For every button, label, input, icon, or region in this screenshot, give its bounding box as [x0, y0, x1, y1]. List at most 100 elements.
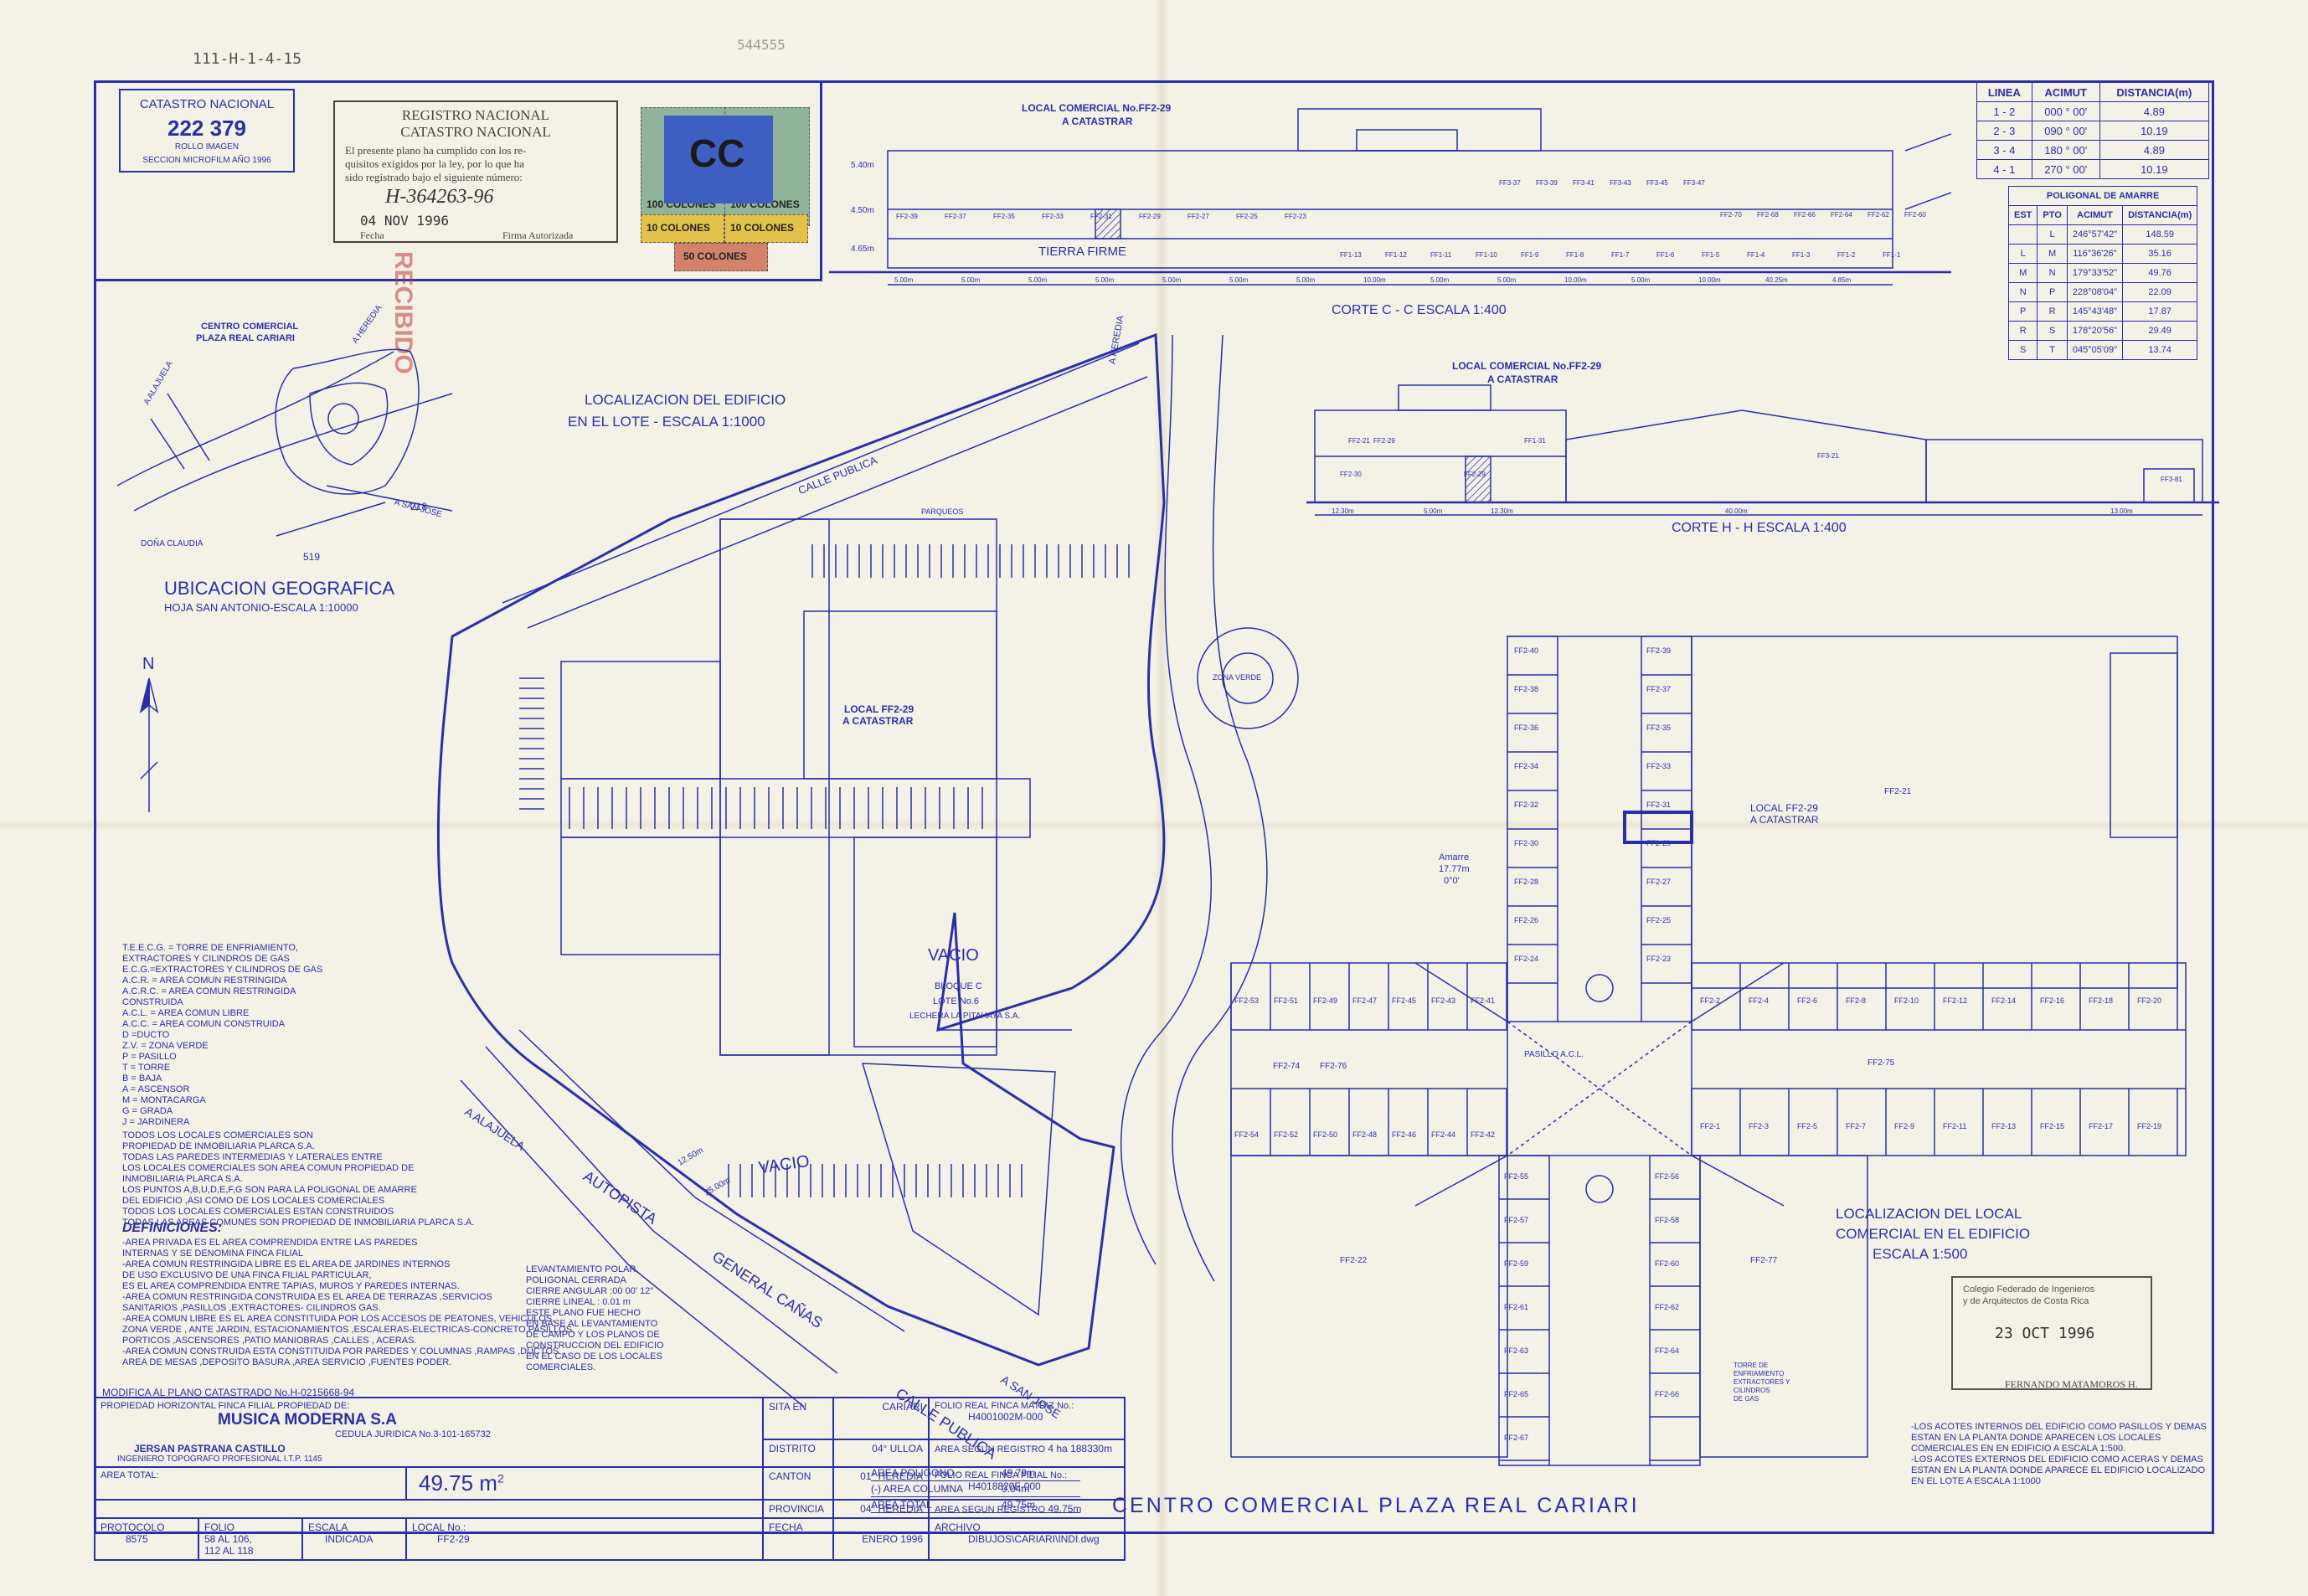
fp-north-unit-r: FF2-27: [1646, 878, 1672, 886]
cc-ground-label: TIERRA FIRME: [1038, 245, 1127, 259]
catastro-number: 222 379: [167, 116, 246, 141]
cc-lower-unit: FF1-10: [1476, 251, 1497, 259]
levantamiento-line: LEVANTAMIENTO POLAR: [526, 1264, 636, 1274]
poligonal-cell: 178°20'56": [2066, 321, 2124, 341]
cc-right-unit: FF3-37: [1499, 179, 1521, 187]
ubicacion-label1: CENTRO COMERCIAL: [201, 322, 299, 332]
tb-protocolo: 8575: [126, 1533, 148, 1545]
abbr-line: T = TORRE: [122, 1063, 171, 1073]
cc-upper-unit: FF2-33: [1042, 213, 1064, 220]
cc-dimension: 5.00m: [1028, 276, 1048, 284]
fp-west-unit-b: FF2-44: [1431, 1130, 1456, 1139]
cc-right-unit: FF2-60: [1904, 211, 1926, 219]
abbr-line: A.C.C. = AREA COMUN CONSTRUIDA: [122, 1019, 286, 1029]
fp-title3: ESCALA 1:500: [1873, 1246, 1968, 1262]
section-hh-drawing: [1306, 384, 2219, 516]
linea-cell: 4.89: [2099, 140, 2210, 160]
poligonal-cell: S: [2007, 340, 2038, 360]
cc-right-unit: FF2-66: [1794, 211, 1816, 219]
poligonal-cell: 045°05'09": [2066, 340, 2124, 360]
hh-dimension: 5.00m: [1424, 507, 1443, 515]
fp-north-unit: FF2-38: [1514, 685, 1539, 693]
reference-code: 111-H-1-4-15: [193, 50, 302, 68]
hh-dimension: 40.00m: [1725, 507, 1748, 515]
fp-east-unit-b: FF2-9: [1894, 1122, 1915, 1130]
linea-cell: 270 ° 00': [2031, 159, 2100, 179]
cc-dimension: 5.00m: [1095, 276, 1115, 284]
cc-dimension: 5.00m: [1162, 276, 1182, 284]
fp-west-unit: FF2-47: [1352, 996, 1378, 1005]
definicion-line: SANITARIOS ,PASILLOS ,EXTRACTORES- CILIN…: [122, 1303, 381, 1313]
poligonal-header: EST: [2007, 205, 2038, 225]
fp-amarre-val1: 17.77m: [1439, 864, 1470, 874]
cc-lower-unit: FF1-11: [1430, 251, 1452, 259]
cc-lower-unit: FF1-4: [1747, 251, 1765, 259]
poligonal-cell: 22.09: [2122, 282, 2198, 302]
tb-distrito-label: DISTRITO: [769, 1443, 816, 1455]
site-vacio1: VACIO: [928, 946, 979, 965]
fp-east-unit-b: FF2-17: [2089, 1122, 2114, 1130]
drawing-frame: [94, 80, 2214, 1534]
linea-cell: 090 ° 00': [2031, 121, 2100, 141]
tb-area-registro2: 49.75m: [1048, 1503, 1082, 1515]
ubicacion-subtitle: HOJA SAN ANTONIO-ESCALA 1:10000: [164, 601, 358, 614]
tb-area-registro: 4 ha 188330m: [1048, 1443, 1113, 1455]
tb-area-registro-label: AREA SEGUN REGISTRO: [935, 1444, 1046, 1455]
cc-lower-unit: FF1-7: [1611, 251, 1630, 259]
site-plan-title1: LOCALIZACION DEL EDIFICIO: [585, 392, 786, 408]
area-summary-label: (-) AREA COLUMNA: [871, 1483, 964, 1495]
hh-unit: FF2-29: [1373, 437, 1395, 445]
levantamiento-line: CIERRE ANGULAR :00 00' 12": [526, 1286, 654, 1296]
fp-west-unit: FF2-41: [1471, 996, 1496, 1005]
poligonal-header: PTO: [2037, 205, 2068, 225]
fp-north-unit-r: FF2-23: [1646, 955, 1672, 963]
fp-north-unit: FF2-30: [1514, 839, 1539, 847]
km-519: 519: [303, 551, 321, 563]
cc-right-unit: FF3-39: [1536, 179, 1558, 187]
definicion-line: -AREA COMUN CONSTRUIDA ESTA CONSTITUIDA …: [122, 1346, 564, 1357]
site-plan-drawing: [436, 332, 1299, 1408]
fp-big-unit: FF2-76: [1320, 1062, 1347, 1071]
abbr-line: Z.V. = ZONA VERDE: [122, 1041, 209, 1051]
fp-east-unit-b: FF2-5: [1797, 1122, 1818, 1130]
poligonal-cell: N: [2037, 263, 2068, 283]
fp-south-unit: FF2-59: [1504, 1259, 1529, 1268]
fp-east-unit-b: FF2-1: [1700, 1122, 1721, 1130]
north-arrow-icon: [139, 677, 159, 812]
north-label: N: [142, 655, 155, 673]
abbr-line: A.C.R. = AREA COMUN RESTRINGIDA: [122, 976, 287, 986]
abbr-line: M = MONTACARGA: [122, 1095, 206, 1105]
section-cc-drawing: [829, 108, 1951, 286]
cc-upper-unit: FF2-27: [1187, 213, 1209, 220]
ubicacion-title: UBICACION GEOGRAFICA: [164, 578, 395, 599]
definiciones-title: DEFINICIONES:: [122, 1221, 223, 1235]
fp-big-unit: FF2-75: [1868, 1058, 1895, 1068]
linea-cell: 180 ° 00': [2031, 140, 2100, 160]
site-local-label1: LOCAL FF2-29: [844, 703, 914, 715]
tax-stamp-yellow-2: 10 COLONES: [724, 214, 808, 243]
cc-right-unit: FF2-64: [1831, 211, 1852, 219]
poligonal-cell: 116°36'26": [2066, 244, 2124, 264]
fp-west-unit: FF2-51: [1274, 996, 1299, 1005]
site-plan-title2: EN EL LOTE - ESCALA 1:1000: [568, 414, 765, 430]
hh-dimension: 13.00m: [2110, 507, 2133, 515]
fp-south-unit: FF2-61: [1504, 1303, 1529, 1311]
fp-north-unit: FF2-24: [1514, 955, 1539, 963]
tb-folio-label: FOLIO: [204, 1521, 235, 1533]
cc-right-unit: FF2-68: [1757, 211, 1779, 219]
levantamiento-line: EN EL CASO DE LOS LOCALES: [526, 1351, 662, 1362]
tb-provincia-label: PROVINCIA: [769, 1503, 825, 1515]
fp-east-unit-b: FF2-19: [2137, 1122, 2162, 1130]
tax-stamp-blue: CC: [664, 116, 773, 203]
fp-north-unit: FF2-36: [1514, 723, 1539, 732]
fp-east-unit: FF2-18: [2089, 996, 2114, 1005]
poligonal-cell: M: [2037, 244, 2068, 264]
cc-lower-unit: FF1-13: [1340, 251, 1362, 259]
levantamiento-line: EN BASE AL LEVANTAMIENTO: [526, 1319, 658, 1329]
site-zona-verde: ZONA VERDE: [1213, 673, 1262, 682]
